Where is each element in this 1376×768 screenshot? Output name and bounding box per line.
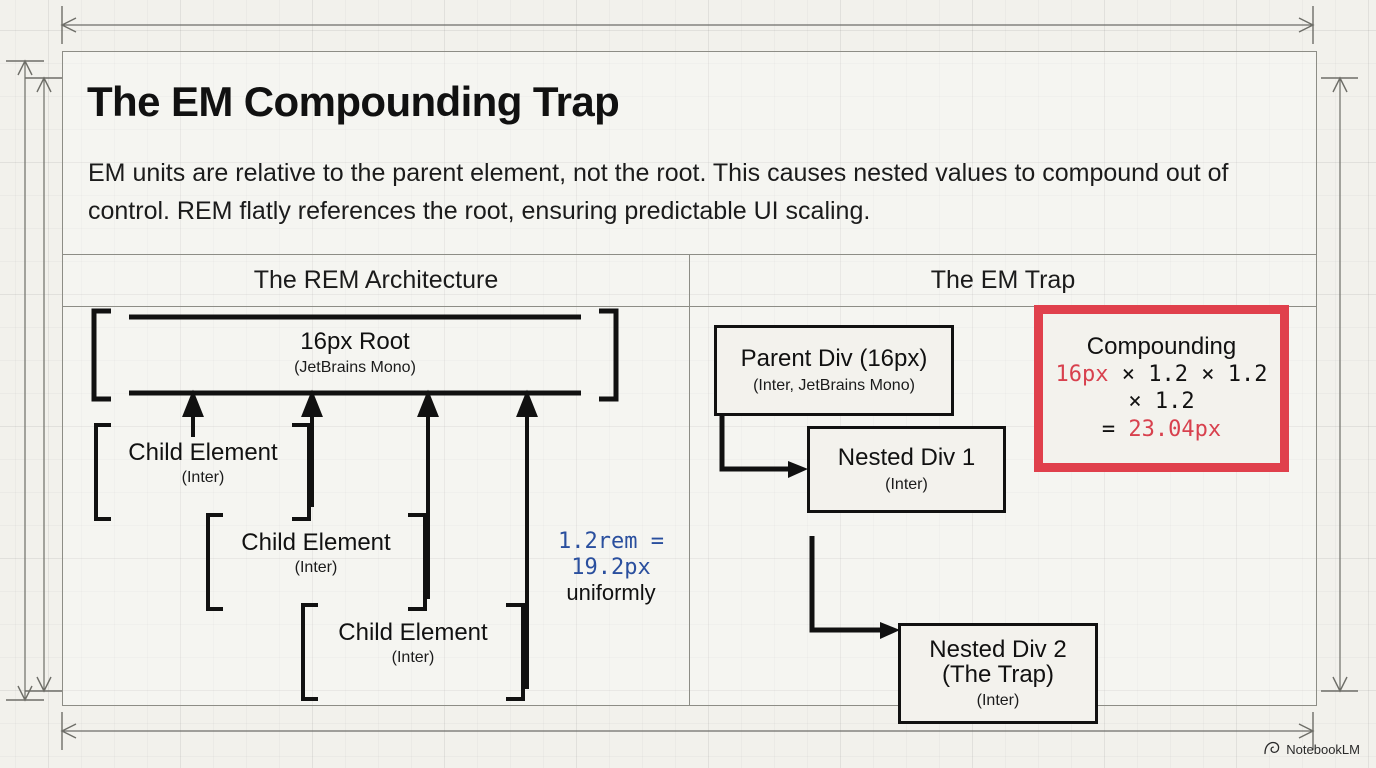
notebooklm-logo-icon [1264,741,1280,758]
em-node-nested-1-label: Nested Div 1 [837,444,976,472]
compounding-callout: Compounding 16px × 1.2 × 1.2 × 1.2 = 23.… [1034,305,1289,472]
ruler-left-outer-height [0,40,62,730]
rem-note-line-3: uniformly [566,580,656,606]
compounding-multipliers: × 1.2 × 1.2 [1108,361,1268,387]
rem-note-line-1: 1.2rem = [558,529,664,554]
em-node-nested-1-sublabel: (Inter) [885,475,928,493]
rem-child-2-sublabel: (Inter) [294,559,338,577]
watermark-label: NotebookLM [1286,742,1360,757]
compounding-base-value: 16px [1055,361,1109,387]
rem-root-label: 16px Root [300,328,410,355]
compounding-line-1: 16px × 1.2 × 1.2 [1056,361,1268,389]
em-node-parent-div: Parent Div (16px) (Inter, JetBrains Mono… [714,325,954,416]
infographic-card: The EM Compounding Trap EM units are rel… [62,51,1317,724]
rem-child-3: Child Element (Inter) [313,620,513,667]
em-node-nested-2-label: Nested Div 2 [929,635,1067,663]
rem-child-2: Child Element (Inter) [216,530,416,577]
ruler-bottom-width [0,700,1376,768]
rem-diagram-lines [91,308,619,701]
watermark: NotebookLM [1264,741,1360,758]
ruler-top-width [0,0,1376,50]
rem-child-1: Child Element (Inter) [103,440,303,487]
rem-conversion-note: 1.2rem = 19.2px uniformly [541,529,681,606]
column-headers: The REM Architecture The EM Trap [63,255,1316,307]
rem-child-1-sublabel: (Inter) [181,469,225,487]
rem-child-3-label: Child Element [338,619,488,646]
rem-child-3-sublabel: (Inter) [391,649,435,667]
rem-child-1-label: Child Element [128,439,278,466]
rem-architecture-panel: 16px Root (JetBrains Mono) Child Element… [63,307,690,705]
panels-row: 16px Root (JetBrains Mono) Child Element… [63,305,1316,724]
header-block: The EM Compounding Trap EM units are rel… [63,52,1316,255]
column-header-rem: The REM Architecture [63,255,690,306]
rem-root-node: 16px Root (JetBrains Mono) [129,329,581,377]
rem-root-sublabel: (JetBrains Mono) [294,359,416,377]
compounding-equals-sign: = [1101,416,1129,442]
compounding-line-2: × 1.2 [1128,389,1195,415]
em-node-parent-label: Parent Div (16px) [740,345,928,373]
em-node-nested-div-2: Nested Div 2 (The Trap) (Inter) [898,623,1098,724]
page-subtitle: EM units are relative to the parent elem… [88,159,1229,225]
column-header-em: The EM Trap [930,266,1076,294]
em-diagram-connectors [719,416,900,639]
rem-note-line-2: 19.2px [571,554,651,580]
em-trap-panel: Parent Div (16px) (Inter, JetBrains Mono… [690,305,1316,724]
page-title: The EM Compounding Trap [87,78,620,125]
em-node-nested-2-sublabel: (Inter) [976,692,1020,710]
ruler-right-height [1316,55,1376,715]
em-node-nested-2-label-2: (The Trap) [941,660,1055,688]
compounding-line-3: = 23.04px [1102,416,1221,444]
em-node-nested-div-1: Nested Div 1 (Inter) [807,426,1006,513]
compounding-result-value: 23.04px [1128,416,1222,442]
em-node-parent-sublabel: (Inter, JetBrains Mono) [753,376,915,394]
rem-child-2-label: Child Element [241,529,391,556]
compounding-heading: Compounding [1086,332,1237,360]
